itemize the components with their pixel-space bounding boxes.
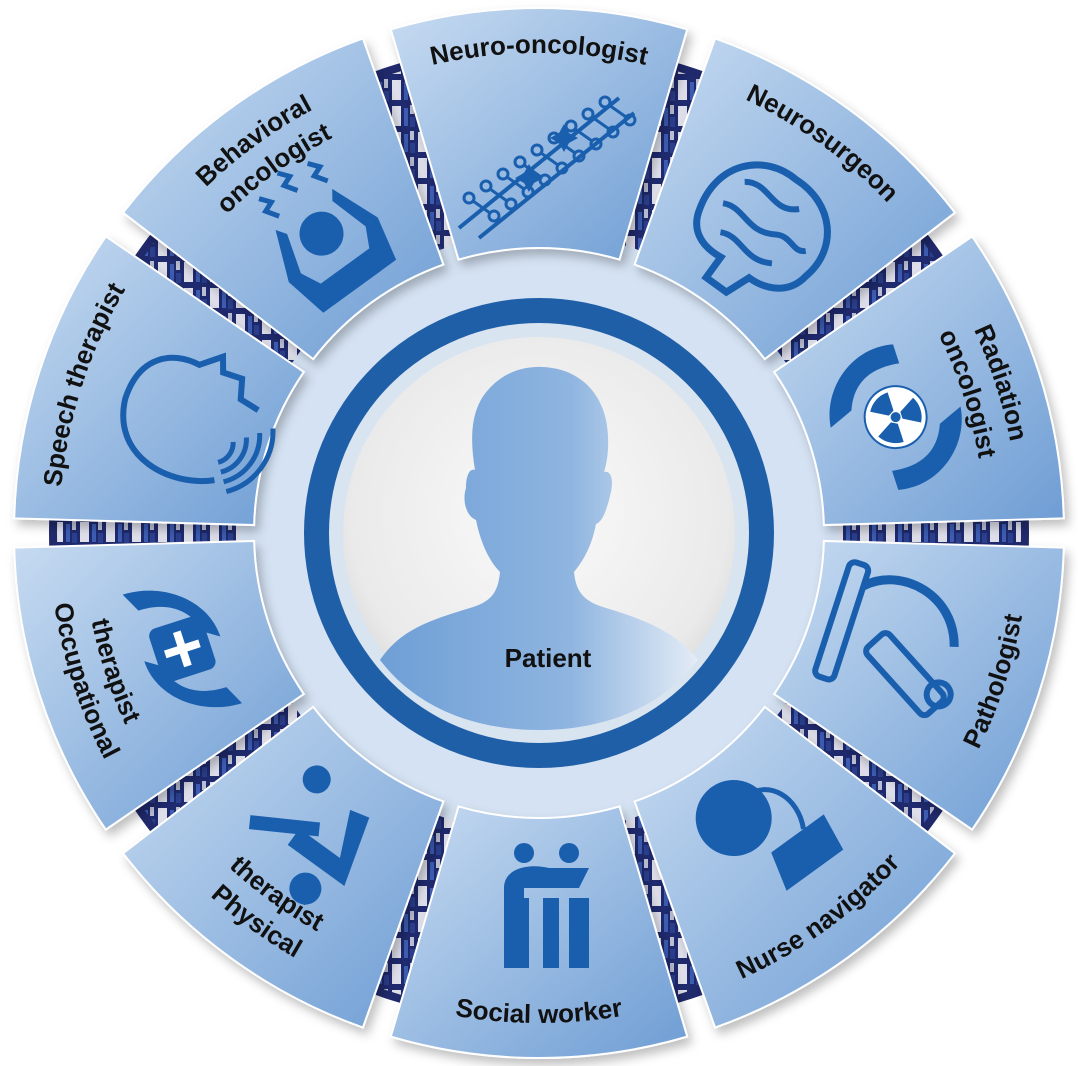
microscope-icon [812, 559, 959, 719]
patient-silhouette-icon [380, 366, 698, 730]
brain-icon [693, 161, 831, 297]
medical-kit-hands-icon [122, 590, 243, 708]
segment-panel [13, 539, 306, 831]
patient-label: Patient [505, 643, 592, 673]
segment-panel [633, 37, 957, 361]
segment-panel [121, 705, 445, 1029]
nurse-stethoscope-icon [695, 779, 844, 891]
segment-panel [389, 805, 689, 1059]
radiation-hands-icon [829, 344, 962, 490]
helping-person-icon [504, 843, 589, 968]
patient-center: Patient [304, 298, 774, 768]
physical-therapy-icon [248, 765, 370, 905]
speech-head-icon [120, 352, 276, 494]
specialist-segment: Pathologist [772, 539, 1065, 831]
specialist-segment: Neuro-oncologist [389, 7, 689, 261]
segment-panel [772, 235, 1065, 527]
dna-icon [457, 95, 637, 240]
segment-panel [772, 539, 1065, 831]
specialist-segment: Social worker [389, 805, 689, 1059]
stressed-person-icon [258, 161, 397, 313]
specialist-segment: Nurse navigator [633, 705, 957, 1029]
